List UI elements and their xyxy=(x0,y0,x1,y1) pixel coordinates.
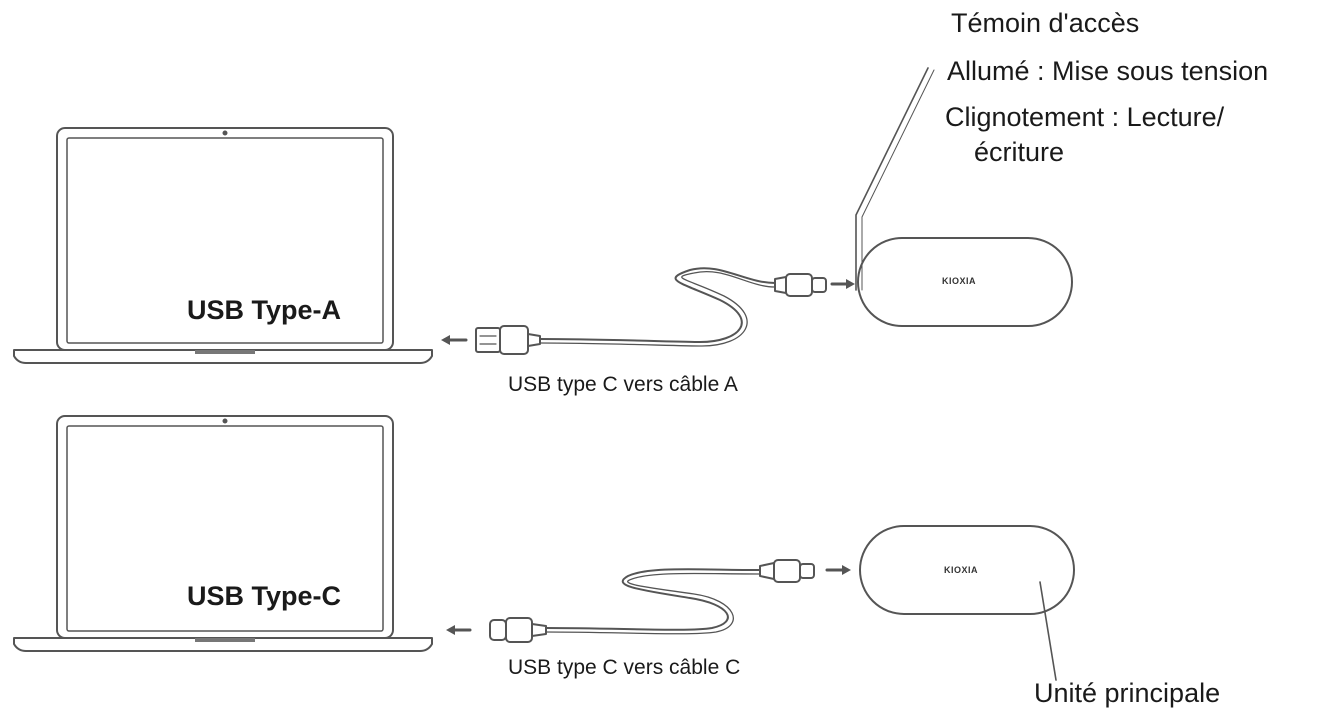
arrow-right-icon xyxy=(830,279,855,289)
drive-a-brand: KIOXIA xyxy=(942,276,977,286)
arrow-left-icon xyxy=(446,625,472,635)
laptop-c-icon xyxy=(13,415,433,652)
drive-c-brand: KIOXIA xyxy=(944,565,979,575)
drive-c-icon xyxy=(859,525,1075,615)
usb-c-plug-icon xyxy=(489,617,547,643)
laptop-a-icon xyxy=(13,127,433,364)
access-led-title: Témoin d'accès xyxy=(951,8,1140,38)
usb-c-plug-icon xyxy=(759,559,815,583)
main-unit-label: Unité principale xyxy=(1034,678,1221,708)
cable-c-wire xyxy=(545,568,761,635)
cable-c-label: USB type C vers câble C xyxy=(508,656,741,679)
usb-a-plug-icon xyxy=(475,325,541,355)
arrow-right-icon xyxy=(825,565,851,575)
cable-a-wire xyxy=(539,267,776,347)
cable-a-label: USB type C vers câble A xyxy=(508,373,738,396)
usb-type-a-label: USB Type-A xyxy=(187,295,342,325)
usb-type-c-label: USB Type-C xyxy=(187,581,342,611)
access-led-blink-cont: écriture xyxy=(974,137,1065,167)
main-unit-leader xyxy=(1039,581,1057,681)
access-led-blink: Clignotement : Lecture/ xyxy=(945,102,1225,132)
arrow-left-icon xyxy=(441,335,468,345)
usb-c-plug-icon xyxy=(774,273,827,297)
access-led-on: Allumé : Mise sous tension xyxy=(947,56,1269,86)
access-led-leader xyxy=(855,67,929,291)
drive-a-icon xyxy=(857,237,1073,327)
